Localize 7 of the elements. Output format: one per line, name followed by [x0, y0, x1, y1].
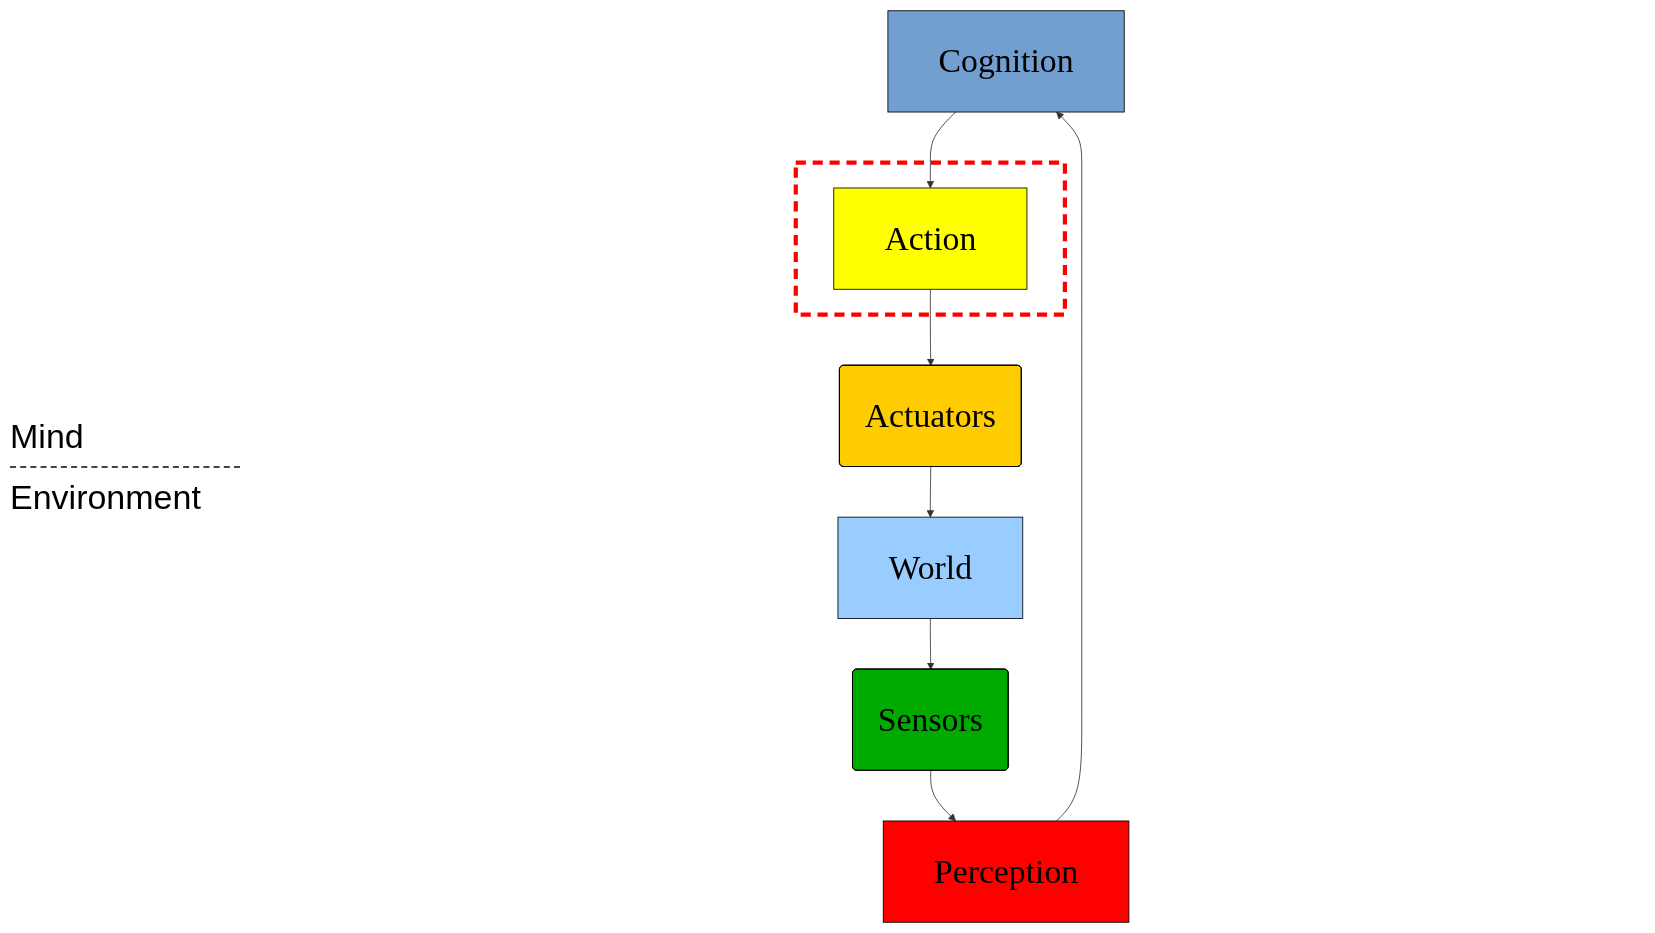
node-box: Perception: [883, 820, 1130, 923]
cluster: [793, 160, 1068, 317]
region-label: Mind: [10, 416, 84, 456]
node-box: Action: [833, 187, 1028, 290]
region-label: Environment: [10, 477, 201, 517]
node-box: World: [837, 516, 1024, 619]
node-box: Cognition: [887, 10, 1125, 113]
